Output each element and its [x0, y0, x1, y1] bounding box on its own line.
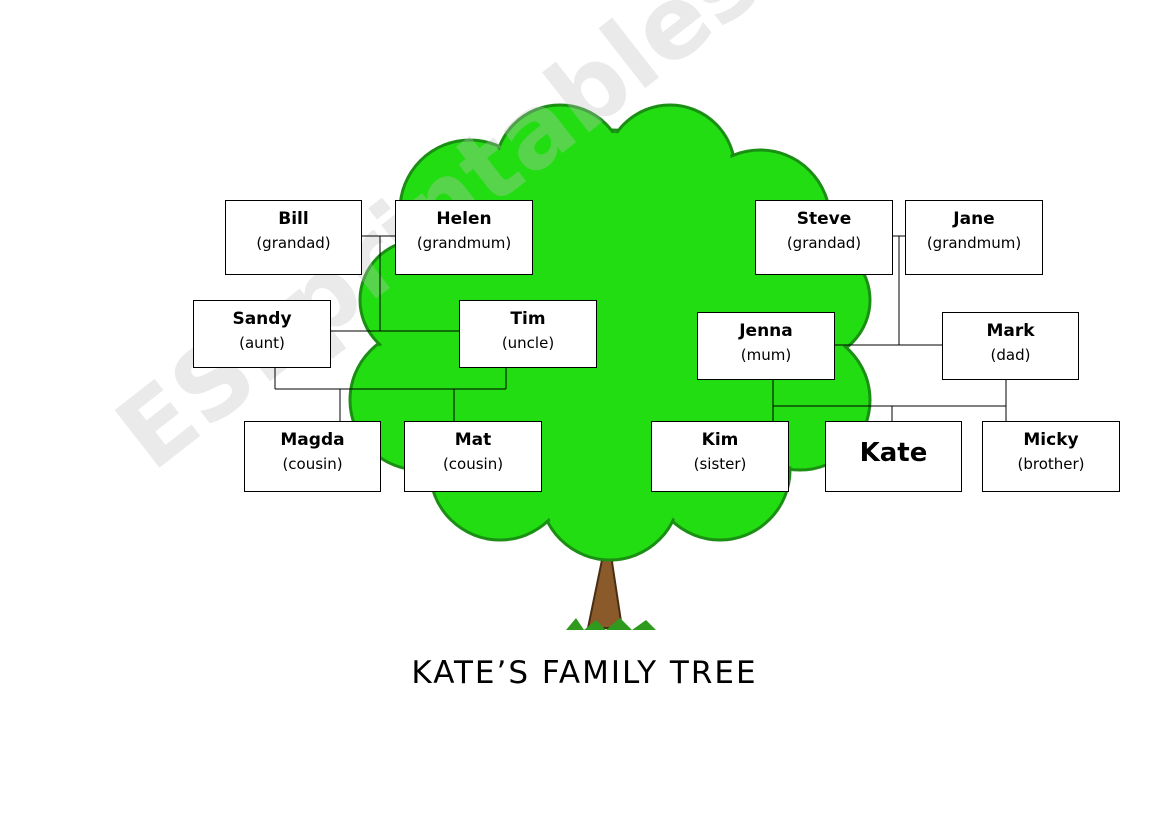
person-box-steve: Steve (grandad): [755, 200, 893, 275]
person-role: (grandad): [786, 234, 862, 252]
person-name: Mat: [454, 430, 492, 450]
person-box-helen: Helen (grandmum): [395, 200, 533, 275]
person-role: (grandmum): [416, 234, 512, 252]
person-role: (mum): [740, 346, 792, 364]
person-box-jenna: Jenna (mum): [697, 312, 835, 380]
person-name: Jenna: [739, 321, 793, 341]
person-box-mat: Mat (cousin): [404, 421, 542, 492]
person-box-magda: Magda (cousin): [244, 421, 381, 492]
person-role: (uncle): [501, 334, 555, 352]
person-name: Kate: [859, 438, 928, 468]
person-box-mark: Mark (dad): [942, 312, 1079, 380]
person-role: (dad): [990, 346, 1031, 364]
person-name: Steve: [796, 209, 852, 229]
person-name: Micky: [1023, 430, 1079, 450]
person-name: Mark: [986, 321, 1035, 341]
person-name: Kim: [701, 430, 739, 450]
person-role: (brother): [1017, 455, 1085, 473]
person-box-micky: Micky (brother): [982, 421, 1120, 492]
person-name: Jane: [953, 209, 995, 229]
person-name: Bill: [278, 209, 309, 229]
person-name: Helen: [436, 209, 492, 229]
person-box-bill: Bill (grandad): [225, 200, 362, 275]
person-box-kate: Kate: [825, 421, 962, 492]
person-box-jane: Jane (grandmum): [905, 200, 1043, 275]
person-name: Magda: [280, 430, 345, 450]
person-role: (aunt): [239, 334, 285, 352]
person-role: (grandmum): [926, 234, 1022, 252]
person-role: (cousin): [282, 455, 343, 473]
person-name: Tim: [510, 309, 546, 329]
person-role: (cousin): [442, 455, 504, 473]
person-box-kim: Kim (sister): [651, 421, 789, 492]
page-title: KATE’S FAMILY TREE: [411, 655, 758, 691]
person-box-sandy: Sandy (aunt): [193, 300, 331, 368]
person-role: (sister): [693, 455, 747, 473]
person-name: Sandy: [232, 309, 292, 329]
person-box-tim: Tim (uncle): [459, 300, 597, 368]
person-role: (grandad): [256, 234, 331, 252]
grass: [566, 618, 656, 630]
